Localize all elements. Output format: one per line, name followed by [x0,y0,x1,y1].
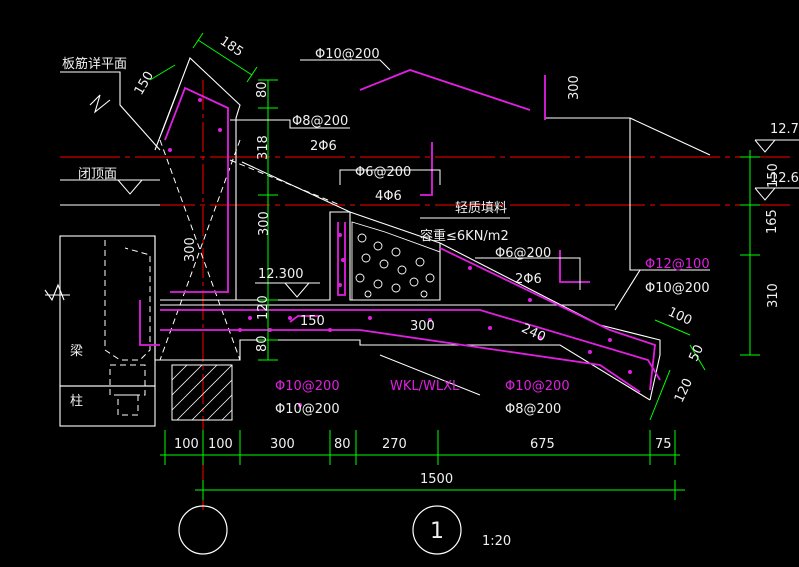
rebar-top-dist-a: Φ10@200 [315,47,380,62]
elev-top: 12.75 [770,122,799,137]
axis-bubble [178,505,228,555]
label-detail-number: 1 [430,519,444,544]
plan-ref-break [89,94,111,114]
dim-text-150-right: 150 [766,163,781,188]
detail-bubble [412,505,462,555]
fill-pattern [351,221,441,301]
elev-mid: 12.60 [770,171,799,186]
rebar-stirrup-a: Φ8@200 [292,114,348,129]
plan-ref-leader [60,71,161,151]
rebar-stirrup-c: Φ6@200 [495,246,551,261]
column-body [59,385,156,427]
hook-top [420,142,433,196]
rebar-top-c: Φ12@100 [645,257,710,272]
dim-text-300-slab: 300 [410,319,435,334]
dim-185 [197,39,253,76]
rebar-lines [139,69,661,393]
elev-mark-1260 [754,187,777,201]
rebar-dots [168,98,632,407]
rebar-left-top: Φ10@200 [275,379,340,394]
dim-bottom-1: 100 [208,437,233,452]
parapet-stirrup [164,86,229,293]
upstand-top [629,117,711,156]
dim-bottom-6: 75 [655,437,672,452]
rebar-bars-a: 2Φ6 [310,139,337,154]
elev-slab: 12.300 [258,267,304,282]
dim-text-300-vert: 300 [257,211,272,236]
label-parapet-top: 闭顶面 [78,167,117,182]
hook-slab [289,315,320,323]
dim-text-318: 318 [256,135,271,160]
dim-text-150-top: 150 [132,69,157,98]
hidden-beam-inner [104,240,151,361]
slab-bottom-bar [160,329,641,393]
parapet-inner [161,89,179,133]
rebar-right-top: Φ10@200 [505,379,570,394]
slab-top-bar [160,309,661,381]
hook-right [559,250,590,283]
dim-text-165: 165 [765,209,780,234]
dim-total-text: 1500 [420,472,453,487]
upturn-stirrup [337,222,346,296]
rebar-bars-c: 2Φ6 [515,272,542,287]
hidden-column-inner [109,364,146,396]
rebar-bottom-c: Φ10@200 [645,281,710,296]
parapet-outline [154,57,241,301]
hatch-box [171,364,233,421]
left-bend [139,300,160,346]
dim-150-top [149,64,176,81]
elev-mark-12300 [284,282,311,298]
rebar-right-bottom: Φ8@200 [505,402,561,417]
label-fill-material: 轻质填料 [455,201,507,216]
hidden-small-box [117,394,139,416]
sloped-top [241,161,441,244]
label-fill-density: 容重≤6KN/m2 [420,228,509,244]
dim-text-120-left: 120 [256,295,271,320]
elev-mark-1275 [754,139,777,153]
dim-text-300-left: 300 [183,237,198,262]
dim-text-80-top: 80 [255,81,270,98]
hidden-diagonal-2 [159,139,241,361]
elevation-symbols [117,139,799,298]
label-beam: 梁 [70,344,83,359]
dimension-lines [149,32,760,500]
dim-text-120-edge: 120 [672,376,696,405]
rebar-stirrup-b: Φ6@200 [355,165,411,180]
leaders [230,59,710,290]
fill-region [351,221,441,301]
column-hatch [171,364,233,421]
rebar-bars-b: 4Φ6 [375,189,402,204]
dim-bottom-3: 80 [334,437,351,452]
label-scale: 1:20 [482,534,511,549]
parapet-top-mark [117,179,143,195]
hidden-diagonal-1 [159,139,241,361]
dim-text-50: 50 [687,343,708,364]
dim-edge-50 [689,344,706,371]
dim-edge-120 [649,369,671,421]
dim-text-80-left: 80 [255,335,270,352]
label-plan-ref: 板筋详平面 [62,56,127,72]
sloped-bar [439,247,656,391]
dim-text-310: 310 [766,283,781,308]
dim-bottom-0: 100 [174,437,199,452]
hidden-lines [104,139,341,416]
rebar-left-bottom: Φ10@200 [275,402,340,417]
dim-text-240: 240 [519,321,548,345]
dim-text-100-edge: 100 [665,305,694,329]
dim-text-150-slab: 150 [300,314,325,329]
label-beam-code: WKL/WLXL [390,379,460,394]
beam-code-underline [379,354,481,396]
top-dist-bar [359,69,531,111]
dim-edge-100 [654,319,691,336]
dim-bottom-4: 270 [382,437,407,452]
break-zigzag [44,283,65,302]
dim-bottom-5: 675 [530,437,555,452]
label-column: 柱 [70,394,83,409]
dim-text-300-top: 300 [567,75,582,100]
dim-bottom-2: 300 [270,437,295,452]
dim-text-185: 185 [217,34,246,60]
concrete-outline [44,57,711,427]
